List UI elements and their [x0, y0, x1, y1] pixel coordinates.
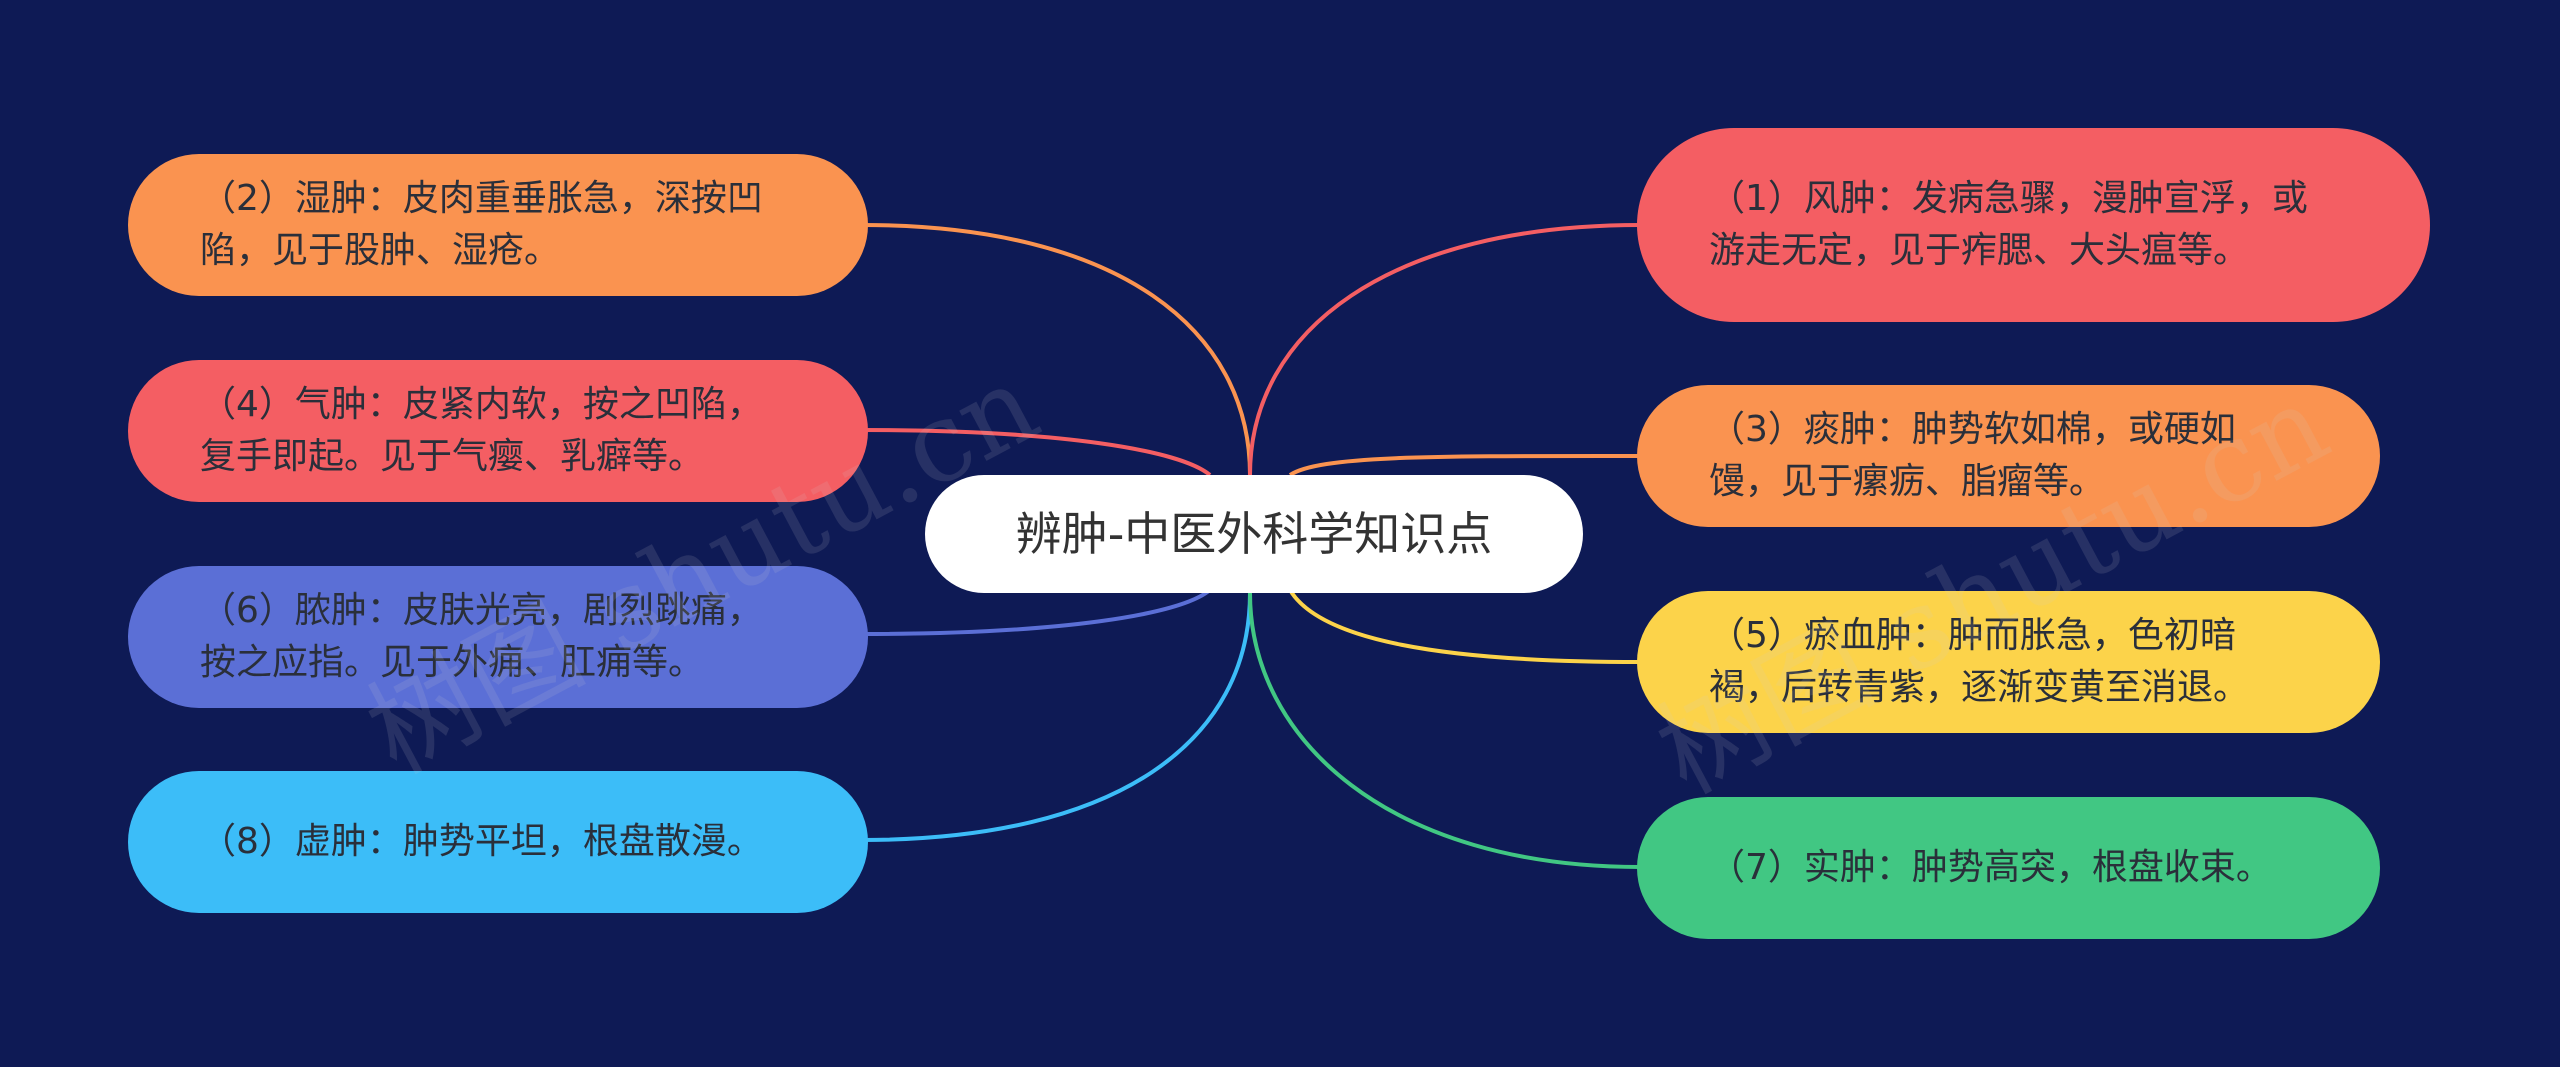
center-topic[interactable]: 辨肿-中医外科学知识点: [925, 475, 1583, 593]
node-n3[interactable]: （3）痰肿：肿势软如棉，或硬如馒，见于瘰疬、脂瘤等。: [1637, 385, 2380, 527]
node-n7[interactable]: （7）实肿：肿势高突，根盘收束。: [1637, 797, 2380, 939]
node-n1-text: （1）风肿：发病急骤，漫肿宣浮，或游走无定，见于痄腮、大头瘟等。: [1709, 178, 2308, 271]
node-n2-text: （2）湿肿：皮肉重垂胀急，深按凹陷，见于股肿、湿疮。: [200, 178, 763, 271]
node-n8-text: （8）虚肿：肿势平坦，根盘散漫。: [200, 821, 763, 862]
node-n4-text: （4）气肿：皮紧内软，按之凹陷，复手即起。见于气瘿、乳癖等。: [200, 384, 763, 477]
node-n6-text: （6）脓肿：皮肤光亮，剧烈跳痛，按之应指。见于外痈、肛痈等。: [200, 590, 763, 683]
node-n5-text: （5）瘀血肿：肿而胀急，色初暗褐，后转青紫，逐渐变黄至消退。: [1709, 615, 2250, 708]
node-n7-text: （7）实肿：肿势高突，根盘收束。: [1709, 847, 2272, 888]
link-n5: [1288, 588, 1641, 664]
link-n8: [861, 592, 1252, 842]
link-n7: [1248, 592, 1641, 869]
link-n3: [1288, 453, 1641, 477]
link-n4: [861, 428, 1212, 477]
link-n2: [861, 223, 1252, 476]
node-n2[interactable]: （2）湿肿：皮肉重垂胀急，深按凹陷，见于股肿、湿疮。: [128, 154, 868, 296]
node-n8[interactable]: （8）虚肿：肿势平坦，根盘散漫。: [128, 771, 868, 913]
node-n3-text: （3）痰肿：肿势软如棉，或硬如馒，见于瘰疬、脂瘤等。: [1709, 409, 2236, 502]
node-n6[interactable]: （6）脓肿：皮肤光亮，剧烈跳痛，按之应指。见于外痈、肛痈等。: [128, 566, 868, 708]
node-n1[interactable]: （1）风肿：发病急骤，漫肿宣浮，或游走无定，见于痄腮、大头瘟等。: [1637, 128, 2430, 322]
center-topic-label: 辨肿-中医外科学知识点: [1015, 507, 1493, 561]
node-n5[interactable]: （5）瘀血肿：肿而胀急，色初暗褐，后转青紫，逐渐变黄至消退。: [1637, 591, 2380, 733]
link-n1: [1248, 223, 1641, 476]
node-n4[interactable]: （4）气肿：皮紧内软，按之凹陷，复手即起。见于气瘿、乳癖等。: [128, 360, 868, 502]
link-n6: [861, 588, 1212, 636]
